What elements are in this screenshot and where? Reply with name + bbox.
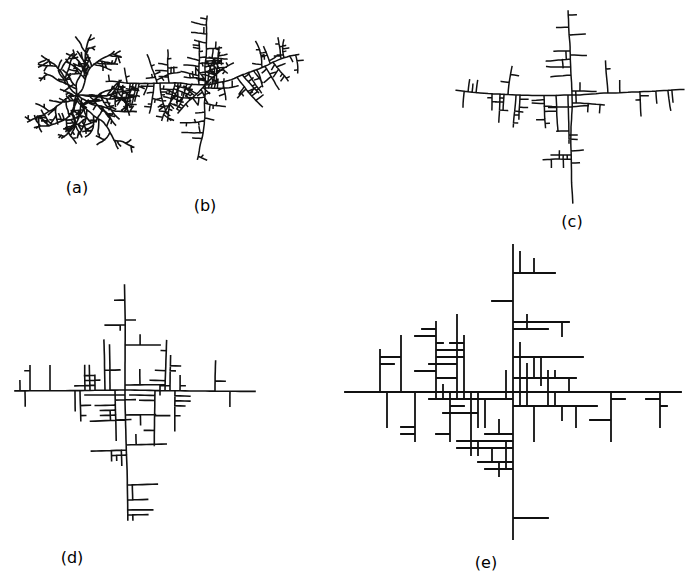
dendrite-branches xyxy=(15,285,255,520)
panel-label: (a) xyxy=(64,178,90,197)
dendrite-figure xyxy=(456,11,684,203)
panel-label: (c) xyxy=(559,212,584,231)
panel-label: (e) xyxy=(473,553,499,572)
dendrite-figure xyxy=(106,16,303,160)
panel-label: (b) xyxy=(192,196,219,215)
dendrite-branches xyxy=(26,35,137,152)
dendrite-figure xyxy=(345,245,681,539)
dendrite-branches xyxy=(106,16,303,160)
panel-label: (d) xyxy=(59,548,86,567)
dendrite-figure xyxy=(15,285,255,520)
dendrite-branches xyxy=(345,245,681,539)
dendrite-figure xyxy=(26,35,137,152)
dendrite-branches xyxy=(456,11,684,203)
